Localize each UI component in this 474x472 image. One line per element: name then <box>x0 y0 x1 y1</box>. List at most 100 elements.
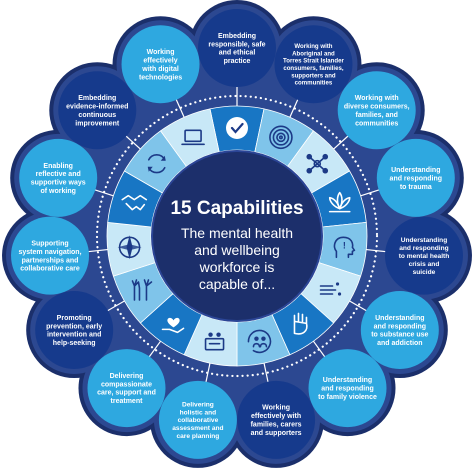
bubble-circle <box>274 25 353 104</box>
capability-label-line: to family violence <box>318 394 377 401</box>
dotted-ring <box>95 94 379 378</box>
capability-label-line: Working <box>147 49 175 56</box>
capability-label-line: Enabling <box>43 163 73 170</box>
capability-label-line: and supporters <box>251 430 302 437</box>
stop-hand-icon <box>293 312 308 335</box>
center-subtitle-line-3: workforce is <box>199 259 275 275</box>
capability-label-line: to trauma <box>400 184 432 191</box>
capability-label-line: Working with <box>294 43 332 50</box>
capability-label-line: supportive ways <box>31 180 86 187</box>
capability-label-line: with digital <box>141 66 179 73</box>
connector-line <box>360 189 380 197</box>
capability-label-line: families, carers <box>251 422 302 429</box>
raised-hands-icon <box>131 279 153 301</box>
laptop-icon <box>181 129 205 146</box>
capability-label-line: and responding <box>390 175 443 182</box>
capability-label-line: effectively <box>143 58 177 65</box>
bubble-circle <box>337 71 416 150</box>
capability-label-line: care, support and <box>97 390 156 397</box>
capability-label-line: and responding <box>374 323 427 330</box>
capability-label-line: continuous <box>78 112 116 119</box>
connector-line <box>263 363 269 383</box>
substance-icon <box>319 282 342 296</box>
bubble-circle <box>11 216 90 295</box>
capability-label-line: Understanding <box>323 377 372 384</box>
capability-label-line: and responding <box>321 386 374 393</box>
capability-label-line: responsible, safe <box>208 41 265 48</box>
network-people-icon <box>306 153 329 174</box>
capability-label-line: Working <box>262 405 290 412</box>
bubble-circle <box>121 25 200 104</box>
capability-label-line: diverse consumers, <box>344 103 410 110</box>
capability-label-line: Torres Strait Islander <box>283 58 344 65</box>
capability-label-line: of working <box>41 188 76 195</box>
capability-label-line: families, and <box>356 112 398 119</box>
collaboration-icon <box>204 332 225 351</box>
capability-label-line: help-seeking <box>53 340 96 347</box>
checkmark-circle-icon <box>226 117 248 139</box>
capability-label-line: Aboriginal and <box>292 50 335 57</box>
bubble-circle <box>158 380 237 459</box>
connector-line <box>106 300 125 312</box>
capability-label-line: Understanding <box>391 167 440 174</box>
center-subtitle-line-1: The mental health <box>181 225 293 241</box>
bubble-circle <box>376 138 455 217</box>
bubble-circle <box>384 216 463 295</box>
capability-label-line: suicide <box>413 269 436 276</box>
bubble-circle <box>87 349 166 428</box>
head-alert-icon: ! <box>333 236 356 259</box>
capability-label-line: partnerships and <box>22 257 79 264</box>
capability-label-line: and ethical <box>219 50 256 57</box>
handshake-icon <box>121 194 148 211</box>
connector-line <box>125 135 141 150</box>
capability-label-line: reflective and <box>36 171 81 178</box>
bubble-circle <box>360 291 439 369</box>
capability-label-line: prevention, early <box>46 323 102 330</box>
capability-label-line: Promoting <box>57 315 92 322</box>
capability-label-line: consumers, families, <box>283 65 344 72</box>
connector-line <box>312 340 326 358</box>
capability-label-line: Delivering <box>182 401 214 408</box>
capability-label-line: practice <box>224 58 251 65</box>
capability-label-line: supporters and <box>291 72 336 79</box>
target-rings-icon <box>269 125 293 150</box>
capability-label-line: improvement <box>75 120 120 127</box>
connector-line <box>289 98 299 118</box>
connector-line <box>148 340 162 358</box>
bubble-circle <box>237 380 316 459</box>
capability-label-line: to substance use <box>371 332 428 339</box>
capability-label-line: evidence-informed <box>66 103 128 110</box>
capability-label-line: Supporting <box>31 241 68 248</box>
lotus-icon <box>328 191 351 213</box>
capability-label-line: Working with <box>355 95 399 102</box>
capability-label-line: communities <box>295 80 333 87</box>
capability-label-line: technologies <box>139 74 182 81</box>
cycle-arrows-icon <box>147 154 166 174</box>
center-subtitle-line-4: capable of... <box>199 276 275 292</box>
bubble-circle <box>35 291 114 369</box>
capability-label-line: care planning <box>176 433 219 440</box>
capability-label-line: to mental health <box>399 253 450 260</box>
connector-line <box>349 300 368 312</box>
capability-label-line: system navigation, <box>19 249 82 256</box>
bubble-circle <box>198 9 276 87</box>
connector-line <box>175 98 185 118</box>
center-title: 15 Capabilities <box>170 198 303 219</box>
center-circle <box>153 152 321 320</box>
center-subtitle-line-2: and wellbeing <box>194 242 280 258</box>
capability-label-line: compassionate <box>101 381 152 388</box>
